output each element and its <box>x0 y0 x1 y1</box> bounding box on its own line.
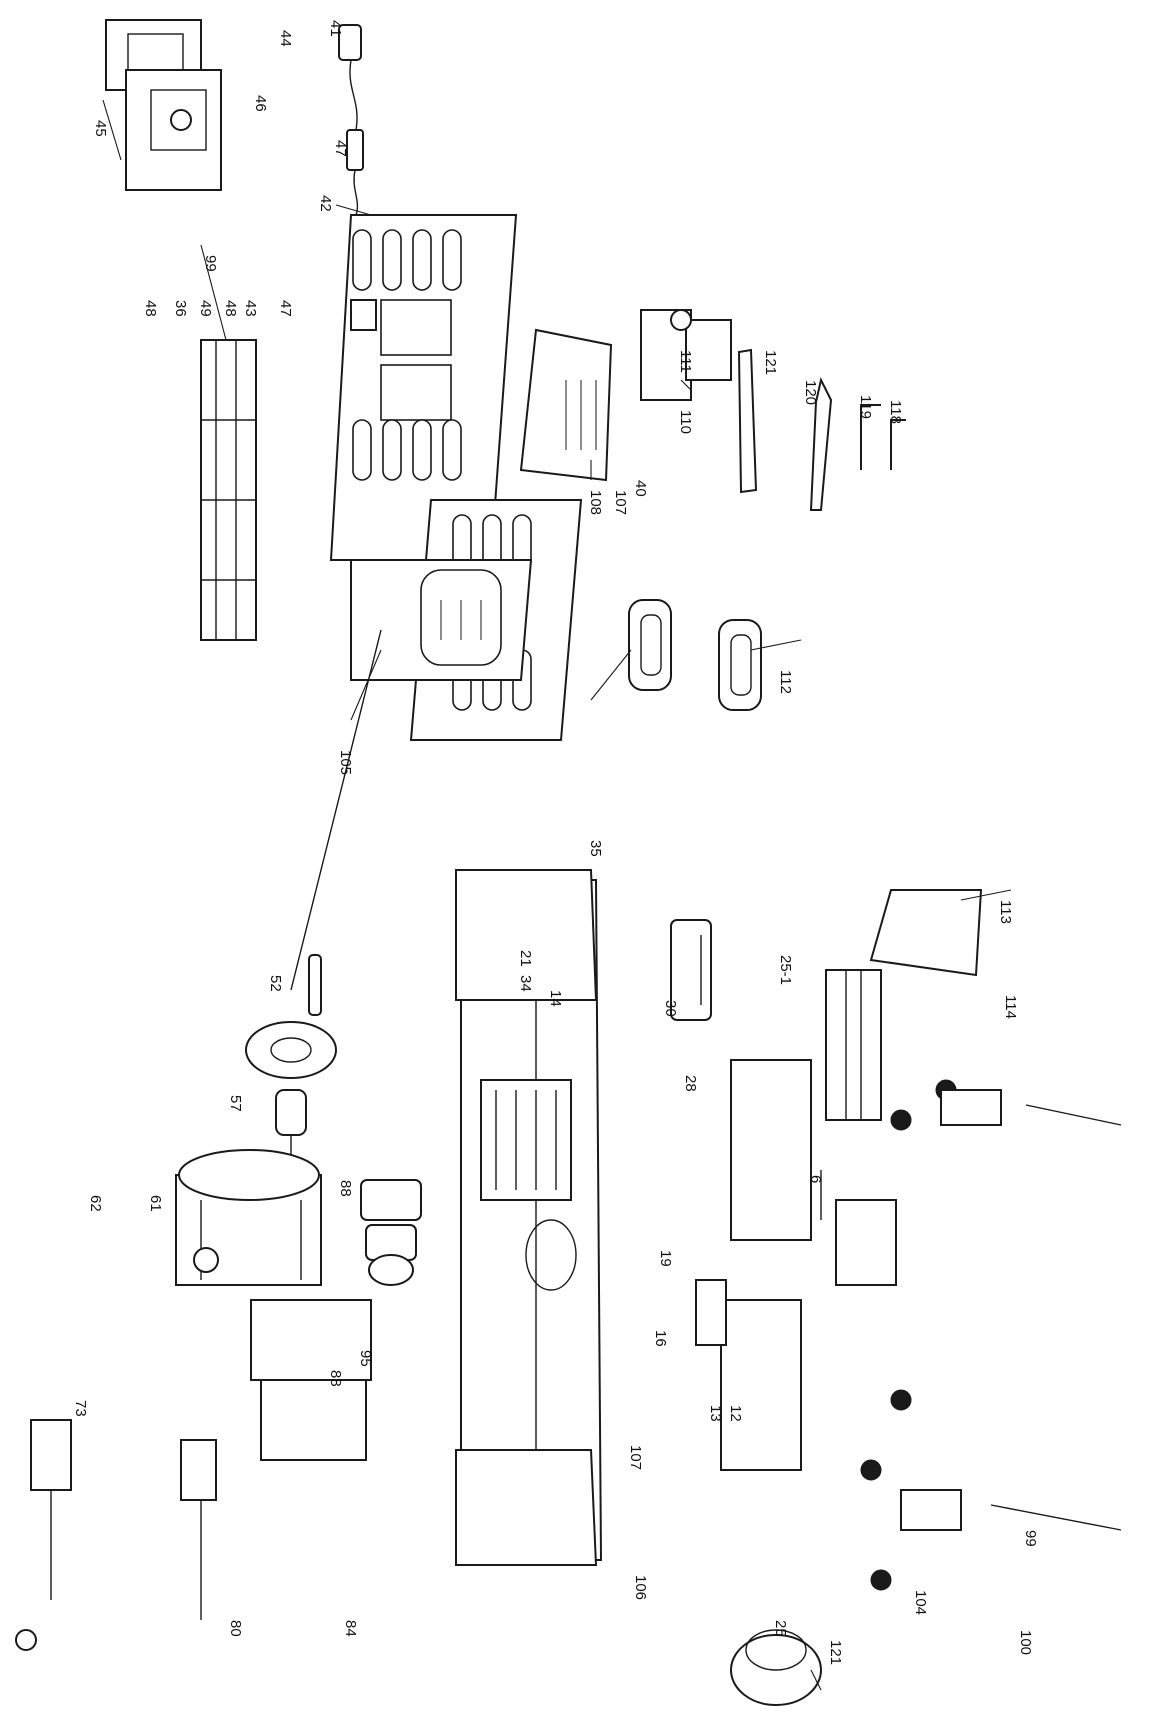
callout-6: 6 <box>807 1175 824 1183</box>
callout-49: 47 <box>277 300 294 317</box>
callout-50: 48 <box>222 300 239 317</box>
callout-47: 47 <box>332 140 349 157</box>
callout-106: 105 <box>337 750 354 775</box>
callout-25-1: 25-1 <box>777 955 794 985</box>
callout-labels: 44 46 45 41 47 42 99 48 36 49 48 43 47 1… <box>72 20 1039 1665</box>
callout-90: 88 <box>337 1180 354 1197</box>
callout-41: 41 <box>327 20 344 37</box>
base-stand <box>250 1299 372 1461</box>
callout-46: 46 <box>252 95 269 112</box>
callout-25: 25 <box>772 1620 789 1637</box>
motor-mount-plate <box>519 328 613 482</box>
callout-108: 107 <box>627 1445 644 1470</box>
callout-43: 43 <box>242 300 259 317</box>
adjusting-plates <box>825 969 897 1286</box>
callout-116: 114 <box>1002 995 1019 1019</box>
callout-113: 111 <box>677 350 694 373</box>
callout-80: 80 <box>227 1620 244 1637</box>
gear-assembly <box>360 1179 422 1286</box>
depth-crank <box>15 1419 217 1651</box>
callout-42: 42 <box>317 195 334 212</box>
guard-assembly <box>900 1089 1122 1531</box>
switch-housing <box>105 19 222 191</box>
callout-21: 21 <box>517 950 534 967</box>
callout-111: 108 <box>587 490 604 515</box>
callout-44: 44 <box>277 30 294 47</box>
callout-119: 120 <box>802 380 819 405</box>
callout-38: 35 <box>587 840 604 857</box>
callout-88: 88 <box>327 1370 344 1387</box>
dust-port <box>730 1629 822 1706</box>
side-grille <box>200 339 257 641</box>
callout-114: 112 <box>777 670 794 694</box>
callout-110: 107 <box>612 490 629 515</box>
callout-117: 118 <box>887 400 904 424</box>
callout-29: 28 <box>682 1075 699 1092</box>
callout-16: 16 <box>652 1330 669 1347</box>
callout-31: 30 <box>662 1000 679 1017</box>
callout-84: 84 <box>342 1620 359 1637</box>
callout-51: 49 <box>197 300 214 317</box>
callout-107: 106 <box>632 1575 649 1600</box>
wrench-tools <box>737 348 906 511</box>
callout-120: 121 <box>762 350 779 375</box>
callout-12: 12 <box>727 1405 744 1422</box>
callout-112: 110 <box>677 410 694 434</box>
motor <box>175 1149 322 1286</box>
callout-19: 19 <box>657 1250 674 1267</box>
infeed-table <box>730 1059 822 1241</box>
cutterhead-guard <box>869 889 983 977</box>
power-cord <box>338 24 364 216</box>
callout-121: 121 <box>827 1640 844 1665</box>
callout-97: 95 <box>357 1350 374 1367</box>
callout-105: 104 <box>912 1590 929 1615</box>
callout-leaders <box>102 99 1012 1691</box>
callout-52: 52 <box>267 975 284 992</box>
bracket <box>640 309 732 401</box>
callout-101: 100 <box>1017 1630 1034 1655</box>
carry-handles <box>628 599 762 711</box>
callout-36: 34 <box>517 975 534 992</box>
callout-57: 57 <box>227 1095 244 1112</box>
callout-100: 99 <box>1022 1530 1039 1547</box>
callout-61: 61 <box>147 1195 164 1212</box>
dust-hood <box>350 559 533 681</box>
callout-99: 99 <box>202 255 219 272</box>
callout-40: 40 <box>632 480 649 497</box>
callout-115: 113 <box>997 900 1014 924</box>
callout-39: 36 <box>172 300 189 317</box>
callout-118: 119 <box>857 395 874 419</box>
callout-73: 73 <box>72 1400 89 1417</box>
outfeed-table <box>695 1279 802 1471</box>
callout-48: 48 <box>142 300 159 317</box>
callout-13: 13 <box>707 1405 724 1422</box>
drive-shaft <box>290 629 382 1016</box>
planer-bed <box>455 869 603 1566</box>
callout-45: 45 <box>92 120 109 137</box>
callout-62: 62 <box>87 1195 104 1212</box>
callout-14: 14 <box>547 990 564 1007</box>
fence <box>670 919 712 1021</box>
